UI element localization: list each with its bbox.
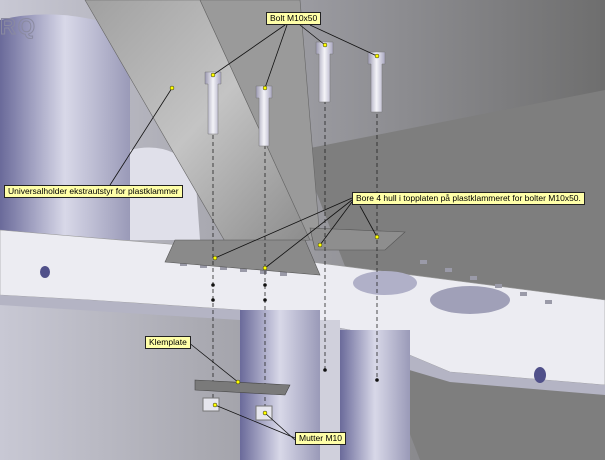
universal-holder xyxy=(0,14,130,240)
bolts xyxy=(204,41,386,147)
callout-bolt: Bolt M10x50 xyxy=(266,12,322,25)
brand-logo: RQ xyxy=(0,14,37,40)
clamp-plate-edge xyxy=(0,295,605,395)
bolt xyxy=(255,85,273,147)
leader-lines xyxy=(109,24,378,441)
plate-hole xyxy=(353,271,417,295)
callout-universal-holder: Universalholder ekstrautstyr for plastkl… xyxy=(4,185,183,198)
nut xyxy=(202,397,220,412)
beam-foot xyxy=(164,239,321,276)
bolt-axes xyxy=(212,100,378,410)
plate-mount-hole xyxy=(534,367,546,383)
lower-tube xyxy=(340,330,410,460)
plate-hole xyxy=(430,286,510,314)
callout-nut: Mutter M10 xyxy=(295,432,346,445)
callout-markers xyxy=(169,42,380,416)
bolt xyxy=(367,51,386,113)
plate-mount-hole xyxy=(40,266,50,278)
callout-klemplate: Klemplate xyxy=(145,336,191,349)
bolt xyxy=(315,41,334,103)
plate-slots xyxy=(180,260,552,304)
axis-dots xyxy=(211,283,379,382)
callout-drill-holes: Bore 4 hull i topplaten på plastklammere… xyxy=(352,192,585,205)
klemplate-part xyxy=(194,379,291,396)
bolt xyxy=(204,71,222,135)
